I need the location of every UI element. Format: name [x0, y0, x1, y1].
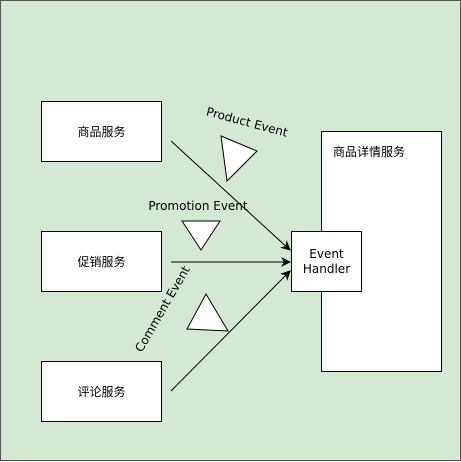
- product-service-label: 商品服务: [77, 124, 125, 139]
- comment-event-arrow: [170, 270, 291, 392]
- event-handler-label-line2: Handler: [303, 262, 350, 276]
- event-handler-label-line1: Event: [309, 247, 344, 261]
- promotion-service-label: 促销服务: [77, 254, 125, 269]
- product-event-triangle: [220, 135, 258, 183]
- comment-service-label: 评论服务: [77, 384, 125, 399]
- promotion-event-label: Promotion Event: [148, 199, 248, 213]
- promotion-event-triangle: [181, 220, 221, 251]
- event-handler-box[interactable]: Event Handler: [291, 231, 362, 292]
- comment-event-triangle: [186, 292, 229, 332]
- product-service-box[interactable]: 商品服务: [41, 101, 162, 162]
- comment-service-box[interactable]: 评论服务: [41, 361, 162, 422]
- product-event-label: Product Event: [205, 105, 290, 140]
- product-event-arrow: [170, 140, 291, 251]
- promotion-service-box[interactable]: 促销服务: [41, 231, 162, 292]
- detail-service-label: 商品详情服务: [333, 144, 405, 159]
